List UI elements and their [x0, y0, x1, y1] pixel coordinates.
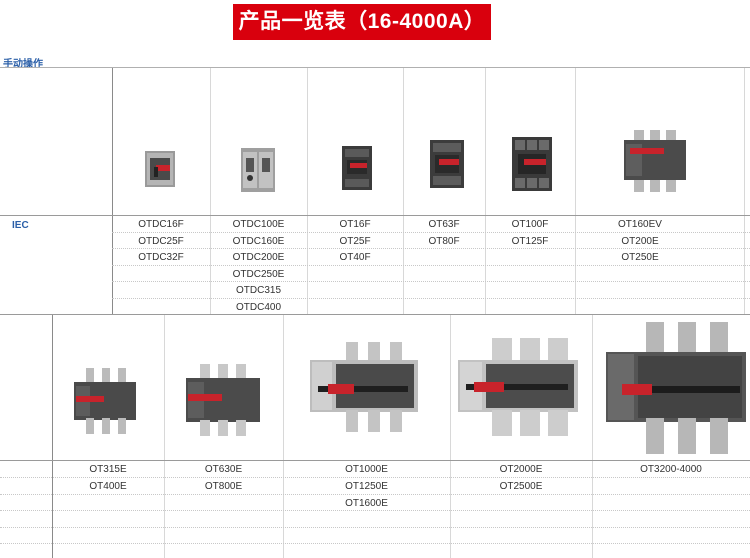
product-model-label: OT125F — [511, 236, 549, 247]
table1-col-divider — [403, 68, 404, 314]
table2-col-divider — [450, 315, 451, 558]
product-model-label: OT2000E — [499, 464, 543, 475]
product-model-label: OTDC100E — [232, 219, 285, 230]
table2-col-divider — [592, 315, 593, 558]
product-image-ot100f — [512, 137, 552, 191]
product-model-label: OT1000E — [345, 464, 388, 475]
table1-col-divider — [744, 68, 745, 314]
table2-col-divider — [164, 315, 165, 558]
product-image-ot63f — [430, 140, 464, 188]
table1-col-divider — [575, 68, 576, 314]
table2-col-divider — [283, 315, 284, 558]
product-model-label: OTDC16F — [138, 219, 184, 230]
table1-bottom-line — [0, 314, 750, 315]
table2-row-line — [0, 510, 750, 511]
product-image-ot160ev — [624, 130, 686, 192]
table1-left-border — [112, 68, 113, 314]
product-image-ot2000e — [458, 338, 578, 436]
page-title: 产品一览表（16-4000A） — [233, 4, 491, 40]
product-model-label: OT800E — [204, 481, 243, 492]
product-image-ot1000e — [310, 342, 418, 432]
product-image-otdc100e — [241, 148, 275, 192]
product-model-label: OT315E — [89, 464, 127, 475]
table2-row-line — [0, 477, 750, 478]
product-model-label: OT16F — [339, 219, 371, 230]
table1-col-divider — [485, 68, 486, 314]
table2-row-line — [0, 494, 750, 495]
table1-col-divider — [307, 68, 308, 314]
product-model-label: OT3200-4000 — [640, 464, 702, 475]
product-model-label: OTDC32F — [138, 252, 184, 263]
table1-row-line — [112, 265, 750, 266]
product-model-label: OTDC250E — [232, 269, 285, 280]
table1-row-line — [112, 248, 750, 249]
product-model-label: OT1600E — [345, 498, 388, 509]
product-model-label: OT40F — [339, 252, 371, 263]
table1-row-line — [112, 298, 750, 299]
product-model-label: OTDC315 — [235, 285, 281, 296]
table1-row-line — [112, 281, 750, 282]
product-image-ot630e — [186, 364, 260, 436]
product-model-label: OT2500E — [499, 481, 543, 492]
table2-row-line — [0, 527, 750, 528]
product-model-label: OT25F — [339, 236, 371, 247]
product-model-label: OT100F — [511, 219, 549, 230]
product-model-label: OTDC25F — [138, 236, 184, 247]
product-image-ot3200-4000 — [606, 322, 746, 454]
table2-row-line — [0, 543, 750, 544]
product-model-label: OT1250E — [345, 481, 388, 492]
product-model-label: OT200E — [621, 236, 659, 247]
product-model-label: OT160EV — [618, 219, 662, 230]
table2-header-line — [0, 460, 750, 461]
table1-col-divider — [210, 68, 211, 314]
product-model-label: OT80F — [428, 236, 460, 247]
product-image-ot16f — [342, 146, 372, 190]
section-label-manual: 手动操作 — [3, 59, 43, 70]
product-model-label: OTDC200E — [232, 252, 285, 263]
product-model-label: OTDC160E — [232, 236, 285, 247]
table2-left-border — [52, 315, 53, 558]
iec-label: IEC — [12, 220, 29, 231]
table1-row-line — [112, 232, 750, 233]
product-model-label: OTDC400 — [235, 302, 281, 313]
product-model-label: OT400E — [89, 481, 127, 492]
table1-header-line — [0, 215, 750, 216]
product-image-otdc16f — [145, 151, 175, 187]
product-image-ot315e — [74, 368, 136, 434]
product-model-label: OT250E — [621, 252, 659, 263]
product-model-label: OT63F — [428, 219, 460, 230]
product-model-label: OT630E — [204, 464, 243, 475]
section-divider — [0, 67, 750, 68]
